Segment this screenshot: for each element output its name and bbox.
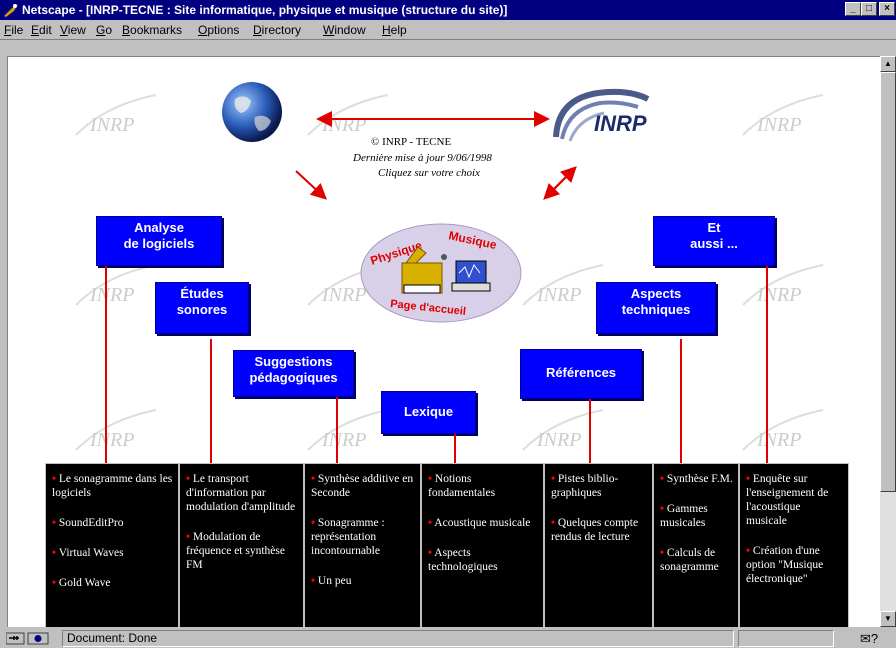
list-item[interactable]: • Le transport d'information par modulat… [186, 473, 296, 513]
scroll-thumb[interactable] [880, 72, 896, 492]
status-text: Document: Done [62, 630, 734, 647]
watermark-text: INRP [89, 284, 134, 306]
connector-line [336, 397, 338, 463]
watermark-text: INRP [756, 114, 801, 136]
inrp-watermark: INRP [75, 264, 157, 306]
nav-suggestions-pedagogiques[interactable]: Suggestions pédagogiques [233, 350, 354, 397]
menu-bar: File Edit View Go Bookmarks Options Dire… [0, 20, 896, 40]
scroll-up-button[interactable]: ▲ [880, 56, 896, 72]
menu-go[interactable]: Go [96, 23, 113, 37]
list-item[interactable]: • SoundEditPro [52, 517, 124, 529]
list-item[interactable]: • Le sonagramme dans les logiciels [52, 473, 173, 499]
minimize-button[interactable]: _ [845, 2, 861, 16]
list-item[interactable]: • Calculs de sonagramme [660, 547, 719, 573]
inrp-watermark: INRP [75, 94, 157, 136]
close-button[interactable]: × [879, 2, 895, 16]
list-item[interactable]: • Gold Wave [52, 577, 111, 589]
status-progress [738, 630, 834, 647]
list-item[interactable]: • Quelques compte rendus de lecture [551, 517, 639, 543]
mail-icon[interactable]: ✉? [860, 631, 879, 646]
column-references: • Pistes biblio-graphiques • Quelques co… [544, 463, 653, 627]
list-item[interactable]: • Modulation de fréquence et synthèse FM [186, 531, 285, 571]
column-et-aussi: • Enquête sur l'enseignement de l'acoust… [739, 463, 849, 627]
menu-help[interactable]: Help [382, 23, 407, 37]
menu-file[interactable]: File [4, 23, 24, 37]
watermark-text: INRP [321, 429, 366, 451]
connector-line [210, 339, 212, 463]
inrp-logo-text: INRP [594, 111, 647, 136]
column-aspects: • Synthèse F.M. • Gammes musicales • Cal… [653, 463, 739, 627]
column-analyse: • Le sonagramme dans les logiciels • Sou… [45, 463, 179, 627]
last-update-text: Dernière mise à jour 9/06/1998 [353, 152, 492, 164]
watermark-text: INRP [89, 114, 134, 136]
scroll-down-button[interactable]: ▼ [880, 611, 896, 627]
menu-edit[interactable]: Edit [31, 23, 52, 37]
column-lexique: • Notions fondamentales • Acoustique mus… [421, 463, 544, 627]
security-key-icon[interactable] [6, 632, 50, 645]
connector-line [105, 266, 107, 463]
page-content: INRP INRP INRP INRP INRP INRP INRP INRP … [7, 56, 880, 627]
list-item[interactable]: • Gammes musicales [660, 503, 708, 529]
status-bar: Document: Done ✉? [0, 629, 896, 648]
arrows [295, 111, 577, 200]
menu-directory[interactable]: Directory [253, 23, 302, 37]
menu-options[interactable]: Options [198, 23, 240, 37]
inrp-watermark: INRP [742, 94, 824, 136]
watermark-text: INRP [756, 429, 801, 451]
connector-line [589, 399, 591, 463]
instruction-text: Cliquez sur votre choix [378, 167, 480, 179]
list-item[interactable]: • Aspects technologiques [428, 547, 498, 573]
list-item[interactable]: • Synthèse additive en Seconde [311, 473, 414, 499]
inrp-watermark: INRP [742, 264, 824, 306]
list-item[interactable]: • Un peu [311, 575, 352, 587]
list-item[interactable]: • Virtual Waves [52, 547, 124, 559]
connector-line [766, 266, 768, 463]
home-page-hub[interactable]: Physique Musique Page d'accueil [360, 223, 522, 323]
menu-window[interactable]: Window [323, 23, 366, 37]
inrp-watermark: INRP [522, 409, 604, 451]
vertical-scrollbar[interactable]: ▲ ▼ [880, 56, 896, 627]
window-title: Netscape - [INRP-TECNE : Site informatiq… [22, 3, 508, 17]
menu-bookmarks[interactable]: Bookmarks [122, 23, 183, 37]
maximize-button[interactable]: □ [861, 2, 877, 16]
netscape-icon [3, 2, 19, 18]
list-item[interactable]: • Sonagramme : représentation incontourn… [311, 517, 385, 557]
inrp-watermark: INRP [75, 409, 157, 451]
list-item[interactable]: • Création d'une option "Musique électro… [746, 545, 824, 585]
watermark-text: INRP [321, 284, 366, 306]
nav-references[interactable]: Références [520, 349, 642, 399]
list-item[interactable]: • Acoustique musicale [428, 517, 531, 529]
watermark-text: INRP [756, 284, 801, 306]
connector-line [680, 339, 682, 463]
watermark-text: INRP [536, 284, 581, 306]
nav-aspects-techniques[interactable]: Aspects techniques [596, 282, 716, 334]
watermark-text: INRP [89, 429, 134, 451]
inrp-logo[interactable]: INRP [548, 79, 678, 149]
inrp-watermark: INRP [522, 264, 604, 306]
connector-line [454, 434, 456, 463]
list-item[interactable]: • Enquête sur l'enseignement de l'acoust… [746, 473, 829, 527]
column-etudes: • Le transport d'information par modulat… [179, 463, 304, 627]
globe-icon[interactable] [221, 81, 283, 143]
nav-et-aussi[interactable]: Et aussi ... [653, 216, 775, 266]
inrp-watermark: INRP [742, 409, 824, 451]
title-bar: Netscape - [INRP-TECNE : Site informatiq… [0, 0, 896, 20]
nav-lexique[interactable]: Lexique [381, 391, 476, 434]
list-item[interactable]: • Synthèse F.M. [660, 473, 733, 485]
watermark-text: INRP [536, 429, 581, 451]
list-item[interactable]: • Pistes biblio-graphiques [551, 473, 619, 499]
nav-etudes-sonores[interactable]: Études sonores [155, 282, 249, 334]
list-item[interactable]: • Notions fondamentales [428, 473, 496, 499]
menu-view[interactable]: View [60, 23, 86, 37]
inrp-watermark: INRP [307, 409, 389, 451]
copyright-text: © INRP - TECNE [371, 136, 452, 148]
nav-analyse-logiciels[interactable]: Analyse de logiciels [96, 216, 222, 266]
column-suggestions: • Synthèse additive en Seconde • Sonagra… [304, 463, 421, 627]
